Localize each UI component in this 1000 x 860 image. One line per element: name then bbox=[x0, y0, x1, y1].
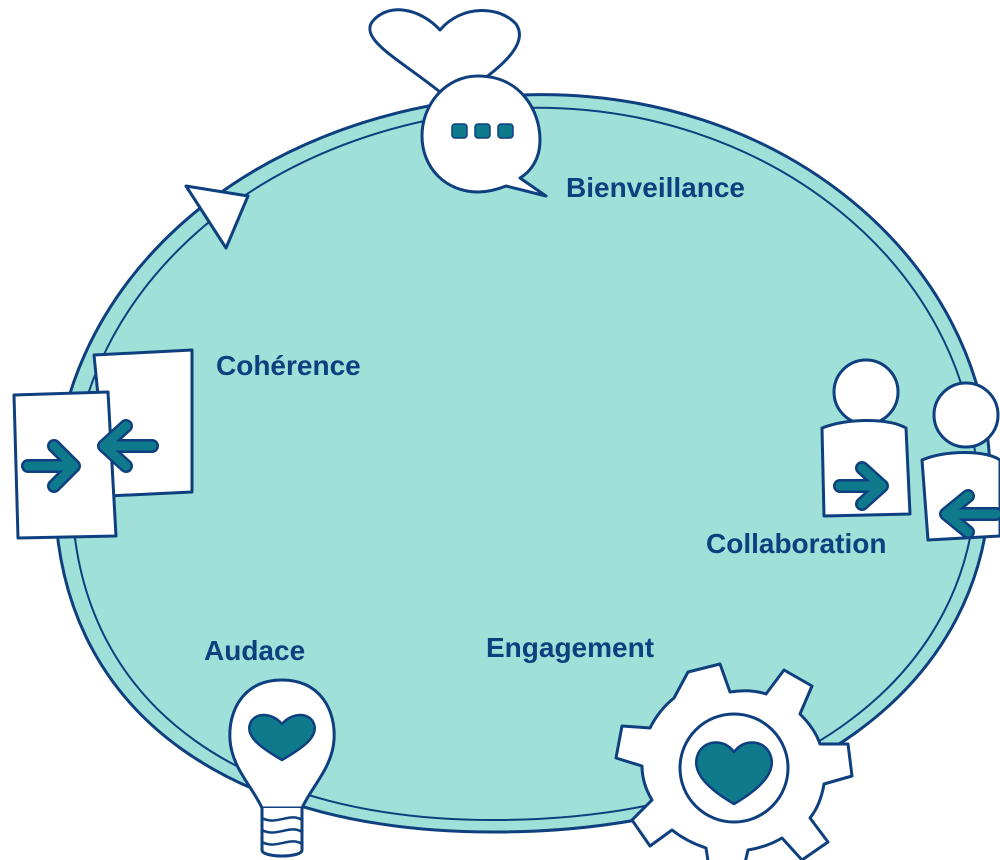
cycle-inner-line bbox=[70, 106, 978, 822]
cycle-ellipse bbox=[53, 93, 992, 834]
label-audace: Audace bbox=[204, 635, 306, 666]
gear-heart-icon bbox=[614, 662, 854, 860]
label-bienveillance: Bienveillance bbox=[566, 172, 745, 203]
label-collaboration: Collaboration bbox=[706, 528, 887, 559]
two-people-arrows-icon bbox=[820, 358, 1000, 542]
arrowhead-icon bbox=[184, 184, 250, 250]
label-engagement: Engagement bbox=[486, 632, 655, 663]
heart-speech-bubble-icon bbox=[368, 8, 548, 198]
two-documents-arrows-icon bbox=[12, 348, 194, 540]
label-coherence: Cohérence bbox=[216, 350, 361, 381]
lightbulb-heart-icon bbox=[228, 678, 336, 858]
